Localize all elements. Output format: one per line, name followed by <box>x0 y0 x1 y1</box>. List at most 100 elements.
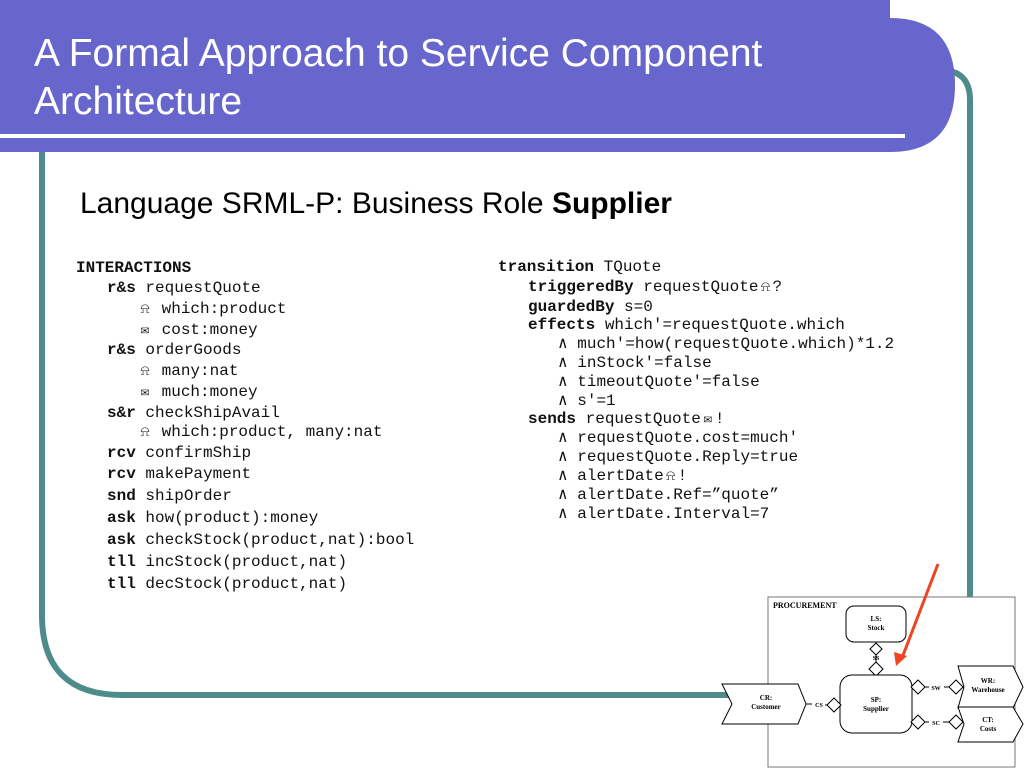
ls-label: LS: <box>871 615 882 623</box>
sc-label: SC <box>932 721 940 727</box>
title-bar <box>0 0 955 152</box>
bell-icon: ⍾ <box>140 302 150 318</box>
transition-keyword: transition <box>498 258 595 276</box>
slide-subtitle: Language SRML-P: Business Role Supplier <box>80 187 672 221</box>
transition-text: s=0 <box>624 298 653 316</box>
interaction-param: much:money <box>161 383 258 401</box>
conjunction: ∧ <box>558 335 568 353</box>
slide-title: A Formal Approach to Service Component A… <box>34 32 763 123</box>
transition-line: triggeredBy requestQuote⍾? <box>528 277 782 298</box>
transition-line: ∧ alertDate⍾! <box>558 466 687 487</box>
transition-text: requestQuote.Reply=true <box>577 448 799 466</box>
sp-left-diamond <box>826 697 842 713</box>
interaction-name: decStock(product,nat) <box>145 575 348 593</box>
bell-icon: ⍾ <box>140 425 150 441</box>
cr-label: CR: <box>760 694 772 702</box>
transition-line: sends requestQuote✉! <box>528 409 724 430</box>
transition-text: s′=1 <box>577 392 616 410</box>
envelope-icon: ✉ <box>140 385 150 401</box>
transition-text: much′=how(requestQuote.which)*1.2 <box>577 335 895 353</box>
interaction-keyword: snd <box>107 487 136 505</box>
transition-text: which′=requestQuote.which <box>604 316 845 334</box>
transition-line: ∧ much′=how(requestQuote.which)*1.2 <box>558 334 894 354</box>
title-underline <box>0 134 905 138</box>
interaction-keyword: ask <box>107 531 136 549</box>
ss-label: SS <box>873 656 880 662</box>
interaction-name: shipOrder <box>145 487 232 505</box>
interaction-keyword: rcv <box>107 444 136 462</box>
conjunction: ∧ <box>558 392 568 410</box>
cr-sub: Customer <box>751 703 781 711</box>
procurement-label: PROCUREMENT <box>773 601 837 610</box>
transition-keyword: guardedBy <box>528 298 615 316</box>
interaction-line: rcv confirmShip <box>107 443 251 463</box>
interaction-name: how(product):money <box>145 509 319 527</box>
ct-label: CT: <box>982 716 994 724</box>
transition-suffix: ? <box>772 278 783 296</box>
conjunction: ∧ <box>558 354 568 372</box>
interaction-line: ✉ much:money <box>138 382 258 403</box>
cr-customer-shape <box>721 683 807 725</box>
interaction-keyword: ask <box>107 509 136 527</box>
conjunction: ∧ <box>558 486 568 504</box>
bell-icon: ⍾ <box>666 469 676 485</box>
interaction-name: orderGoods <box>145 341 242 359</box>
sp-right-bottom-diamond <box>910 714 926 730</box>
bell-icon: ⍾ <box>760 280 771 296</box>
interaction-line: ask checkStock(product,nat):bool <box>107 530 414 550</box>
interactions-header: INTERACTIONS <box>76 259 192 277</box>
transition-text: alertDate.Ref=”quote” <box>577 486 779 504</box>
sp-right-top-diamond <box>910 679 926 695</box>
interaction-line: s&r checkShipAvail <box>107 403 280 423</box>
wr-label: WR: <box>981 677 995 685</box>
transition-line: ∧ requestQuote.cost=much′ <box>558 428 798 448</box>
envelope-icon: ✉ <box>703 412 713 428</box>
interaction-line: rcv makePayment <box>107 464 251 484</box>
transition-text: alertDate.Interval=7 <box>577 505 770 523</box>
envelope-icon: ✉ <box>140 323 150 339</box>
conjunction: ∧ <box>558 467 568 485</box>
transition-text: inStock′=false <box>577 354 712 372</box>
transition-text: requestQuote.cost=much′ <box>577 429 799 447</box>
interaction-line: r&s requestQuote <box>107 278 261 298</box>
interaction-param: which:product, many:nat <box>161 423 383 441</box>
subtitle-prefix: Language SRML-P: Business Role <box>80 187 552 220</box>
bell-icon: ⍾ <box>140 364 150 380</box>
interaction-line: ✉ cost:money <box>138 320 258 341</box>
transition-suffix: ! <box>714 410 725 428</box>
ct-port-diamond <box>948 714 964 730</box>
transition-text: timeoutQuote′=false <box>577 373 760 391</box>
interaction-line: r&s orderGoods <box>107 340 241 360</box>
transition-line: effects which′=requestQuote.which <box>528 315 845 335</box>
interaction-line: ⍾ which:product, many:nat <box>138 422 382 443</box>
interaction-param: many:nat <box>161 362 239 380</box>
transition-line: guardedBy s=0 <box>528 297 653 317</box>
interaction-line: ⍾ which:product <box>138 299 286 320</box>
interaction-line: tll decStock(product,nat) <box>107 574 347 594</box>
transition-line: ∧ timeoutQuote′=false <box>558 372 760 392</box>
transition-text: requestQuote <box>643 278 759 296</box>
wr-port-diamond <box>948 679 964 695</box>
transition-keyword: sends <box>528 410 577 428</box>
interaction-line: ⍾ many:nat <box>138 361 238 382</box>
ct-costs-shape <box>957 706 1024 743</box>
transition-text: TQuote <box>603 258 662 276</box>
ls-stock-box <box>845 605 907 643</box>
transition-keyword: triggeredBy <box>528 278 634 296</box>
transition-line: ∧ alertDate.Ref=”quote” <box>558 485 779 505</box>
interaction-line: snd shipOrder <box>107 486 232 506</box>
interaction-line: ask how(product):money <box>107 508 318 528</box>
conjunction: ∧ <box>558 373 568 391</box>
transition-suffix: ! <box>677 467 688 485</box>
interaction-keyword: tll <box>107 553 136 571</box>
subtitle-role: Supplier <box>551 187 672 220</box>
procurement-diagram: PROCUREMENT LS: Stock SS SP: Supplier CR… <box>721 563 1024 768</box>
conjunction: ∧ <box>558 448 568 466</box>
interaction-keyword: s&r <box>107 404 136 422</box>
interaction-name: checkStock(product,nat):bool <box>145 531 415 549</box>
red-arrow-head <box>894 652 907 666</box>
sp-label: SP: <box>871 696 882 704</box>
cs-label: CS <box>815 703 823 709</box>
transition-line: transition TQuote <box>498 257 661 277</box>
